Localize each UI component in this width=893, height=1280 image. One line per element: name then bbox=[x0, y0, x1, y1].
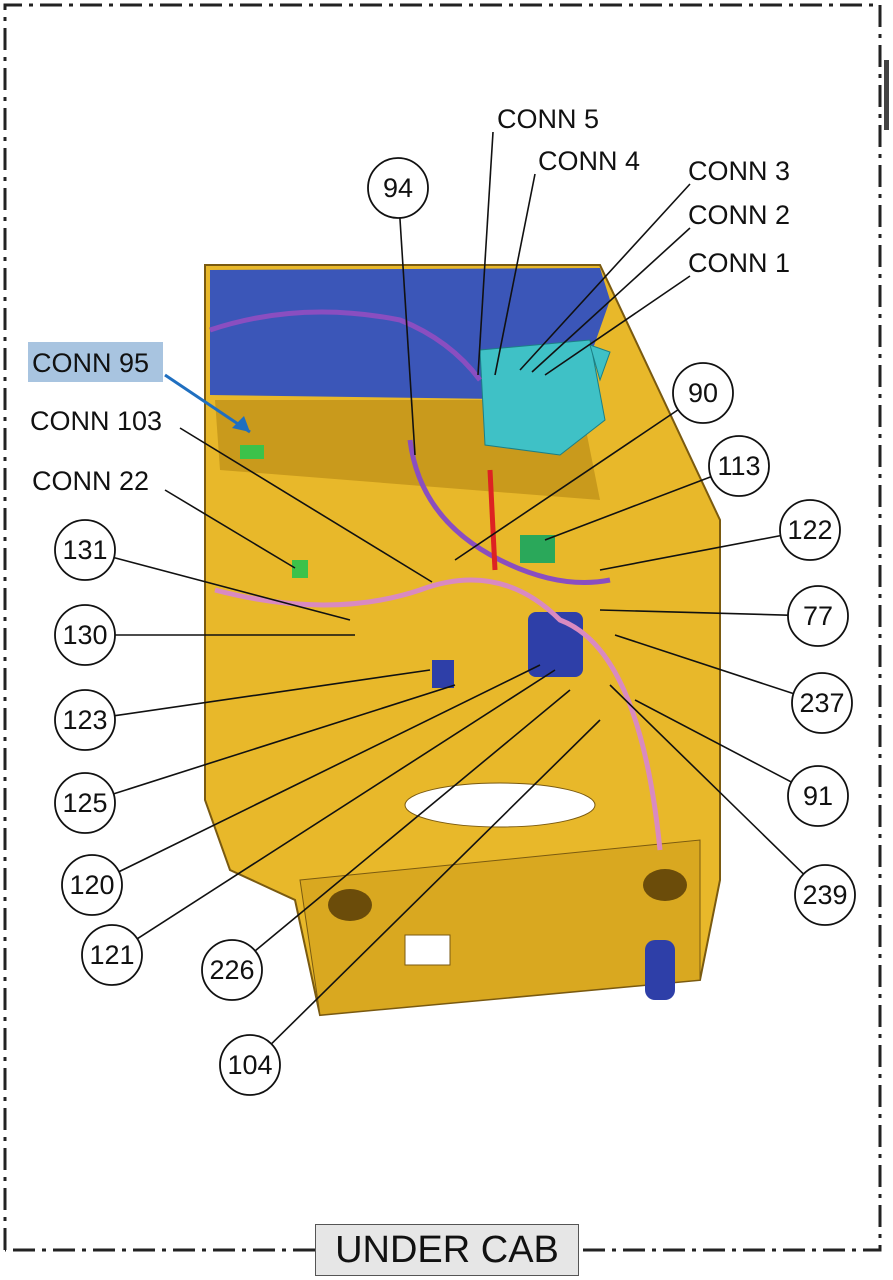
leader-lines bbox=[113, 217, 805, 1045]
callout-circle bbox=[54, 689, 116, 751]
callout-113: 113 bbox=[708, 435, 770, 497]
callout-circle bbox=[787, 765, 849, 827]
connector-labels: CONN 5 CONN 4 CONN 3 CONN 2 CONN 1 CONN 95 CON… bbox=[28, 104, 790, 583]
connector-label-text: CONN 2 bbox=[688, 200, 790, 230]
callout-number: 125 bbox=[62, 788, 107, 818]
callout-number: 239 bbox=[802, 880, 847, 910]
leader-line bbox=[609, 684, 805, 875]
callout-91: 91 bbox=[787, 765, 849, 827]
highlight-arrow bbox=[164, 373, 251, 434]
leader-line bbox=[179, 427, 433, 583]
callout-circle bbox=[61, 854, 123, 916]
callout-circle bbox=[672, 362, 734, 424]
leader-line bbox=[599, 609, 789, 616]
callout-237: 237 bbox=[791, 672, 853, 734]
chassis-illustration bbox=[204, 264, 721, 1017]
label-conn95: CONN 95 bbox=[28, 342, 251, 434]
callout-239: 239 bbox=[794, 864, 856, 926]
callout-number: 104 bbox=[227, 1050, 272, 1080]
connector-label-text: CONN 1 bbox=[688, 248, 790, 278]
leader-line bbox=[254, 689, 571, 952]
callout-number: 120 bbox=[69, 870, 114, 900]
callout-circle bbox=[794, 864, 856, 926]
leader-line bbox=[544, 275, 691, 376]
label-conn1: CONN 1 bbox=[544, 248, 790, 376]
dash-dot-frame bbox=[3, 3, 882, 1252]
callout-circle bbox=[708, 435, 770, 497]
leader-line bbox=[454, 409, 679, 561]
leader-line bbox=[477, 131, 494, 376]
label-conn5: CONN 5 bbox=[477, 104, 599, 376]
callout-121: 121 bbox=[81, 924, 143, 986]
leader-line bbox=[118, 664, 541, 873]
leader-line bbox=[270, 719, 601, 1045]
callout-number: 90 bbox=[688, 378, 718, 408]
connector-label-text: CONN 22 bbox=[32, 466, 149, 496]
label-conn103: CONN 103 bbox=[30, 406, 433, 583]
connector-label-text: CONN 103 bbox=[30, 406, 162, 436]
callout-circle bbox=[367, 157, 429, 219]
callout-125: 125 bbox=[54, 772, 116, 834]
callout-circle bbox=[779, 499, 841, 561]
callout-number: 94 bbox=[383, 173, 413, 203]
label-highlight bbox=[28, 342, 163, 382]
callout-number: 77 bbox=[803, 601, 833, 631]
callout-104: 104 bbox=[219, 1034, 281, 1096]
callout-123: 123 bbox=[54, 689, 116, 751]
leader-line bbox=[164, 489, 296, 569]
leader-line bbox=[519, 183, 691, 371]
leader-line bbox=[599, 534, 781, 571]
leader-line bbox=[113, 684, 456, 795]
callout-circle bbox=[787, 585, 849, 647]
callout-circle bbox=[201, 939, 263, 1001]
leader-line bbox=[531, 227, 691, 373]
label-conn2: CONN 2 bbox=[531, 200, 790, 373]
connector-label-text: CONN 95 bbox=[32, 348, 149, 378]
callout-90: 90 bbox=[672, 362, 734, 424]
view-title: UNDER CAB bbox=[315, 1224, 579, 1276]
callout-number: 121 bbox=[89, 940, 134, 970]
callout-94: 94 bbox=[367, 157, 429, 219]
arrow-head-icon bbox=[232, 416, 250, 432]
leader-line bbox=[136, 669, 556, 940]
leader-line bbox=[634, 699, 792, 783]
callout-circle bbox=[219, 1034, 281, 1096]
leader-line bbox=[399, 217, 416, 456]
connector-label-text: CONN 5 bbox=[497, 104, 599, 134]
label-conn4: CONN 4 bbox=[494, 146, 640, 376]
leader-line bbox=[544, 475, 712, 541]
callout-circle bbox=[81, 924, 143, 986]
label-conn22: CONN 22 bbox=[32, 466, 296, 569]
callout-circle bbox=[54, 604, 116, 666]
callout-number: 130 bbox=[62, 620, 107, 650]
callout-circle bbox=[791, 672, 853, 734]
callout-number: 91 bbox=[803, 781, 833, 811]
leader-line bbox=[614, 634, 794, 695]
callout-circle bbox=[54, 772, 116, 834]
leader-line bbox=[114, 669, 431, 717]
callout-number: 122 bbox=[787, 515, 832, 545]
callout-number: 123 bbox=[62, 705, 107, 735]
callout-number: 226 bbox=[209, 955, 254, 985]
callout-226: 226 bbox=[201, 939, 263, 1001]
callouts: 94 90 113 122 77 237 91 239 131 130 123 125 120 121 22… bbox=[54, 157, 856, 1096]
frame-edge-mark bbox=[884, 60, 889, 130]
callout-77: 77 bbox=[787, 585, 849, 647]
callout-number: 113 bbox=[717, 451, 760, 481]
callout-circle bbox=[54, 519, 116, 581]
connector-label-text: CONN 4 bbox=[538, 146, 640, 176]
callout-number: 131 bbox=[62, 535, 107, 565]
callout-131: 131 bbox=[54, 519, 116, 581]
callout-number: 237 bbox=[799, 688, 844, 718]
leader-line bbox=[113, 556, 351, 621]
callout-130: 130 bbox=[54, 604, 116, 666]
label-conn3: CONN 3 bbox=[519, 156, 790, 371]
callout-120: 120 bbox=[61, 854, 123, 916]
connector-label-text: CONN 3 bbox=[688, 156, 790, 186]
leader-line bbox=[494, 173, 536, 376]
callout-122: 122 bbox=[779, 499, 841, 561]
